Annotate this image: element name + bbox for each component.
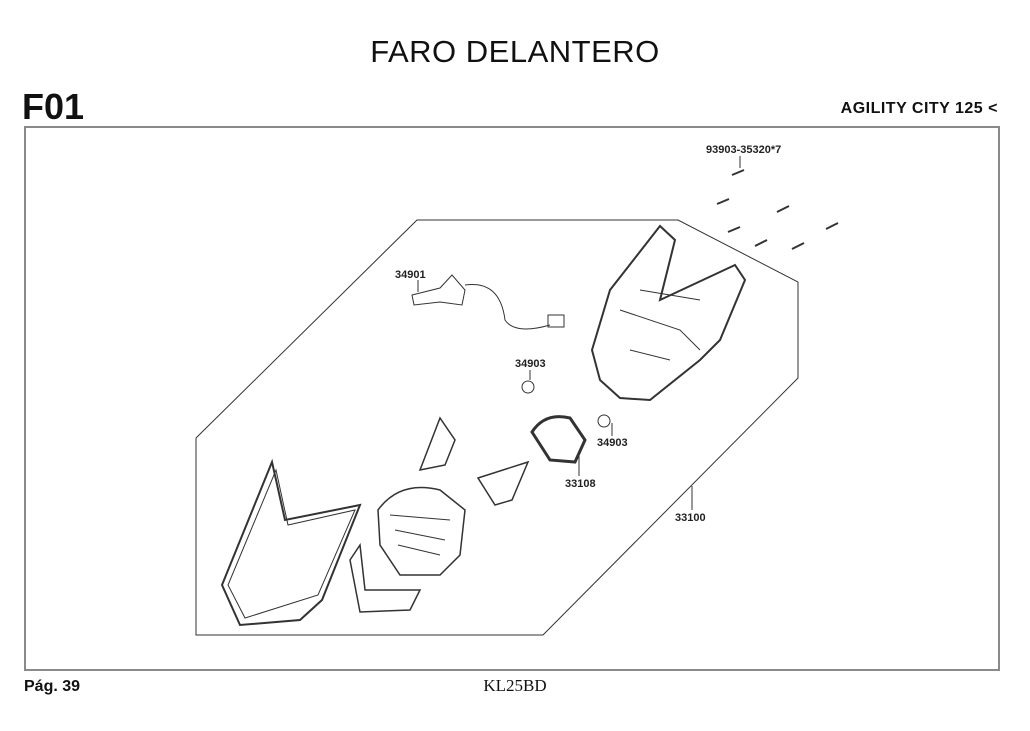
assembly-outline <box>195 219 799 636</box>
page-number: Pág. 39 <box>24 678 81 695</box>
reflector-part <box>377 486 466 576</box>
label-headlight-assy: 33100 <box>675 512 706 524</box>
label-bulb: 34901 <box>395 269 426 281</box>
section-code: F01 <box>22 86 85 127</box>
label-cover: 33108 <box>565 478 596 490</box>
page-title: FARO DELANTERO <box>370 34 660 69</box>
model-name: AGILITY CITY 125 < <box>840 100 998 117</box>
side-bracket <box>418 416 456 472</box>
lens-part <box>220 458 362 627</box>
label-socket-b: 34903 <box>597 437 628 449</box>
label-screw: 93903-35320*7 <box>706 144 781 156</box>
cover-part <box>530 415 587 464</box>
trim-part <box>349 542 422 613</box>
housing-part <box>590 224 747 402</box>
position-bracket <box>476 460 530 506</box>
document-code: KL25BD <box>483 676 547 695</box>
connector <box>547 314 565 328</box>
socket-b-part <box>597 414 611 428</box>
bulb-wire <box>464 283 551 330</box>
socket-a-part <box>521 380 535 394</box>
bulb-part <box>411 274 466 306</box>
diagram-frame <box>24 126 1000 671</box>
screw-icons <box>716 169 839 250</box>
label-socket-a: 34903 <box>515 358 546 370</box>
